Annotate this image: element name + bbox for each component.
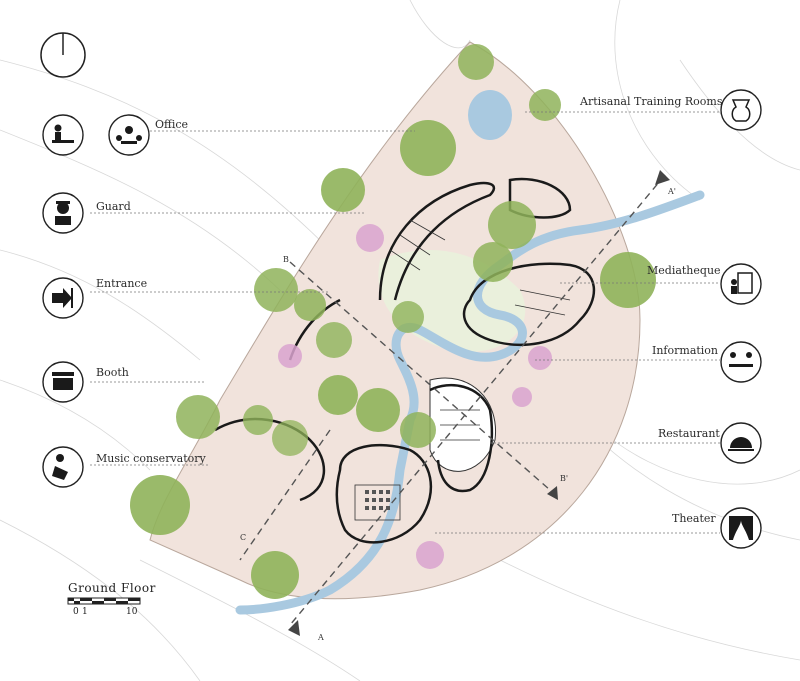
- label-restaurant: Restaurant: [658, 427, 720, 440]
- scale-label-0: 0: [73, 607, 79, 617]
- label-office: Office: [155, 118, 188, 131]
- label-information: Information: [652, 344, 718, 357]
- pottery-icon: [720, 89, 762, 131]
- section-mark-b-prime: B': [560, 474, 568, 483]
- office-meeting-icon: [108, 114, 150, 156]
- office-desk-icon: [42, 114, 84, 156]
- label-theater: Theater: [672, 512, 716, 525]
- label-mediatheque: Mediatheque: [647, 264, 721, 277]
- river: [235, 190, 705, 615]
- trees: [130, 44, 656, 599]
- section-mark-c: C: [240, 533, 246, 542]
- information-desk-icon: [720, 341, 762, 383]
- section-mark-b: B: [283, 255, 289, 264]
- label-entrance: Entrance: [96, 277, 147, 290]
- section-lines: [239, 174, 666, 626]
- scale-bar: [67, 597, 141, 605]
- scale-label-1: 1: [82, 607, 88, 617]
- leader-lines: [90, 111, 720, 534]
- label-music-conservatory: Music conservatory: [96, 452, 207, 465]
- label-artisanal-training-rooms: Artisanal Training Rooms: [579, 95, 723, 108]
- north-arrow-icon: [40, 32, 86, 78]
- section-arrows: [288, 170, 670, 636]
- label-guard: Guard: [96, 200, 131, 213]
- section-mark-a-prime: A': [667, 187, 676, 196]
- floor-title: Ground Floor: [68, 581, 156, 595]
- pond: [468, 90, 512, 140]
- label-booth: Booth: [96, 366, 129, 379]
- guitar-player-icon: [42, 446, 84, 488]
- theater-seating: [365, 490, 390, 510]
- section-mark-a: A: [317, 633, 324, 642]
- scale-label-10: 10: [126, 607, 138, 617]
- flowering-trees: [278, 224, 552, 569]
